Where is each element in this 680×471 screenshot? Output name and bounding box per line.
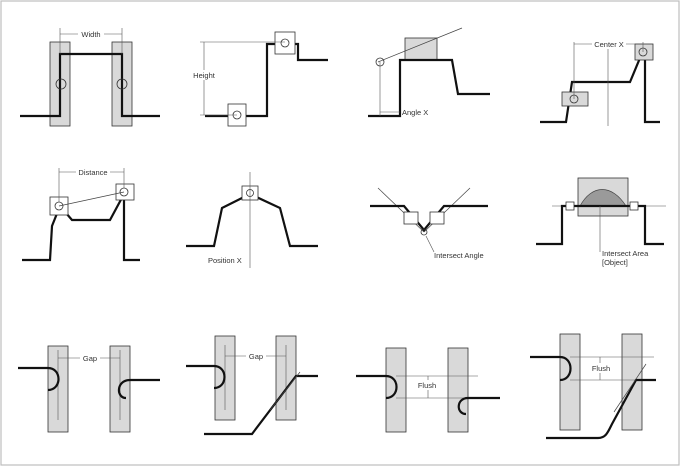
height-label: Height xyxy=(193,71,216,80)
intersect-area-object-label: [Object] xyxy=(602,258,628,267)
angle-x-diagram: Angle X xyxy=(368,27,490,118)
gap2-fit-line xyxy=(269,371,301,411)
distance-right-box xyxy=(115,183,135,201)
position-x-label: Position X xyxy=(208,256,242,265)
left-edge-point xyxy=(55,78,67,90)
intersect-leader-line xyxy=(425,235,435,253)
angle-profile-line xyxy=(368,58,490,118)
gap1-label: Gap xyxy=(83,354,97,363)
height-diagram: Height xyxy=(190,31,328,127)
intersect-right-fit-line xyxy=(423,187,471,233)
gap-diagram-1: Gap xyxy=(18,345,160,433)
intersect-right-box xyxy=(429,211,445,225)
top-region-box xyxy=(274,31,296,55)
center-left-box xyxy=(561,91,589,107)
angle-x-label: Angle X xyxy=(402,108,428,117)
distance-connect-line xyxy=(58,191,125,207)
area-right-marker xyxy=(629,201,639,211)
center-x-label: Center X xyxy=(594,40,624,49)
intersect-area-diagram: Intersect Area [Object] xyxy=(536,177,666,267)
right-edge-point xyxy=(116,78,128,90)
flush-diagram-2: Flush xyxy=(530,333,656,440)
area-profile-line xyxy=(536,204,664,246)
distance-diagram: Distance xyxy=(22,167,140,262)
gap1-label-bg xyxy=(80,353,100,363)
center-x-label-bg xyxy=(592,39,626,49)
gap1-left-curve xyxy=(18,366,60,392)
intersect-point xyxy=(420,228,428,236)
flush1-left-curve xyxy=(356,374,398,400)
width-profile-line xyxy=(20,52,160,118)
flush2-left-curve xyxy=(530,355,572,382)
area-curve xyxy=(579,189,627,207)
intersect-angle-label: Intersect Angle xyxy=(434,251,484,260)
width-label-bg xyxy=(78,29,104,39)
top-point xyxy=(280,38,290,48)
flush2-label-bg xyxy=(588,363,614,373)
flush1-right-box xyxy=(447,347,469,433)
intersect-left-fit-line xyxy=(377,187,425,233)
flush2-left-box xyxy=(559,333,581,431)
flush2-fit-line xyxy=(613,363,647,413)
center-right-box xyxy=(634,43,654,61)
gap-diagram-2: Gap xyxy=(186,335,318,436)
width-label: Width xyxy=(81,30,100,39)
flush1-label-bg xyxy=(414,380,440,390)
gap2-left-curve xyxy=(186,364,226,390)
flush2-label: Flush xyxy=(592,364,610,373)
position-x-diagram: Position X xyxy=(186,172,318,268)
flush2-right-box xyxy=(621,333,643,431)
flush1-label: Flush xyxy=(418,381,436,390)
distance-profile-line xyxy=(22,193,140,262)
flush1-right-curve xyxy=(457,396,500,416)
height-label-bg xyxy=(190,70,218,80)
intersect-profile-line xyxy=(370,204,488,232)
center-profile-line xyxy=(540,48,660,124)
angle-fit-line xyxy=(377,27,463,63)
intersect-area-label: Intersect Area xyxy=(602,249,649,258)
width-diagram: Width xyxy=(20,28,160,127)
distance-label-bg xyxy=(76,167,110,177)
area-left-marker xyxy=(565,201,575,211)
intersect-left-box xyxy=(403,211,419,225)
gap1-right-curve xyxy=(117,378,160,400)
intersect-angle-diagram: Intersect Angle xyxy=(370,187,488,260)
flush-diagram-1: Flush xyxy=(356,347,500,433)
distance-label: Distance xyxy=(78,168,107,177)
center-x-diagram: Center X xyxy=(540,39,660,126)
flush2-slope-line xyxy=(546,378,656,440)
gap2-label: Gap xyxy=(249,352,263,361)
gap2-label-bg xyxy=(246,351,266,361)
